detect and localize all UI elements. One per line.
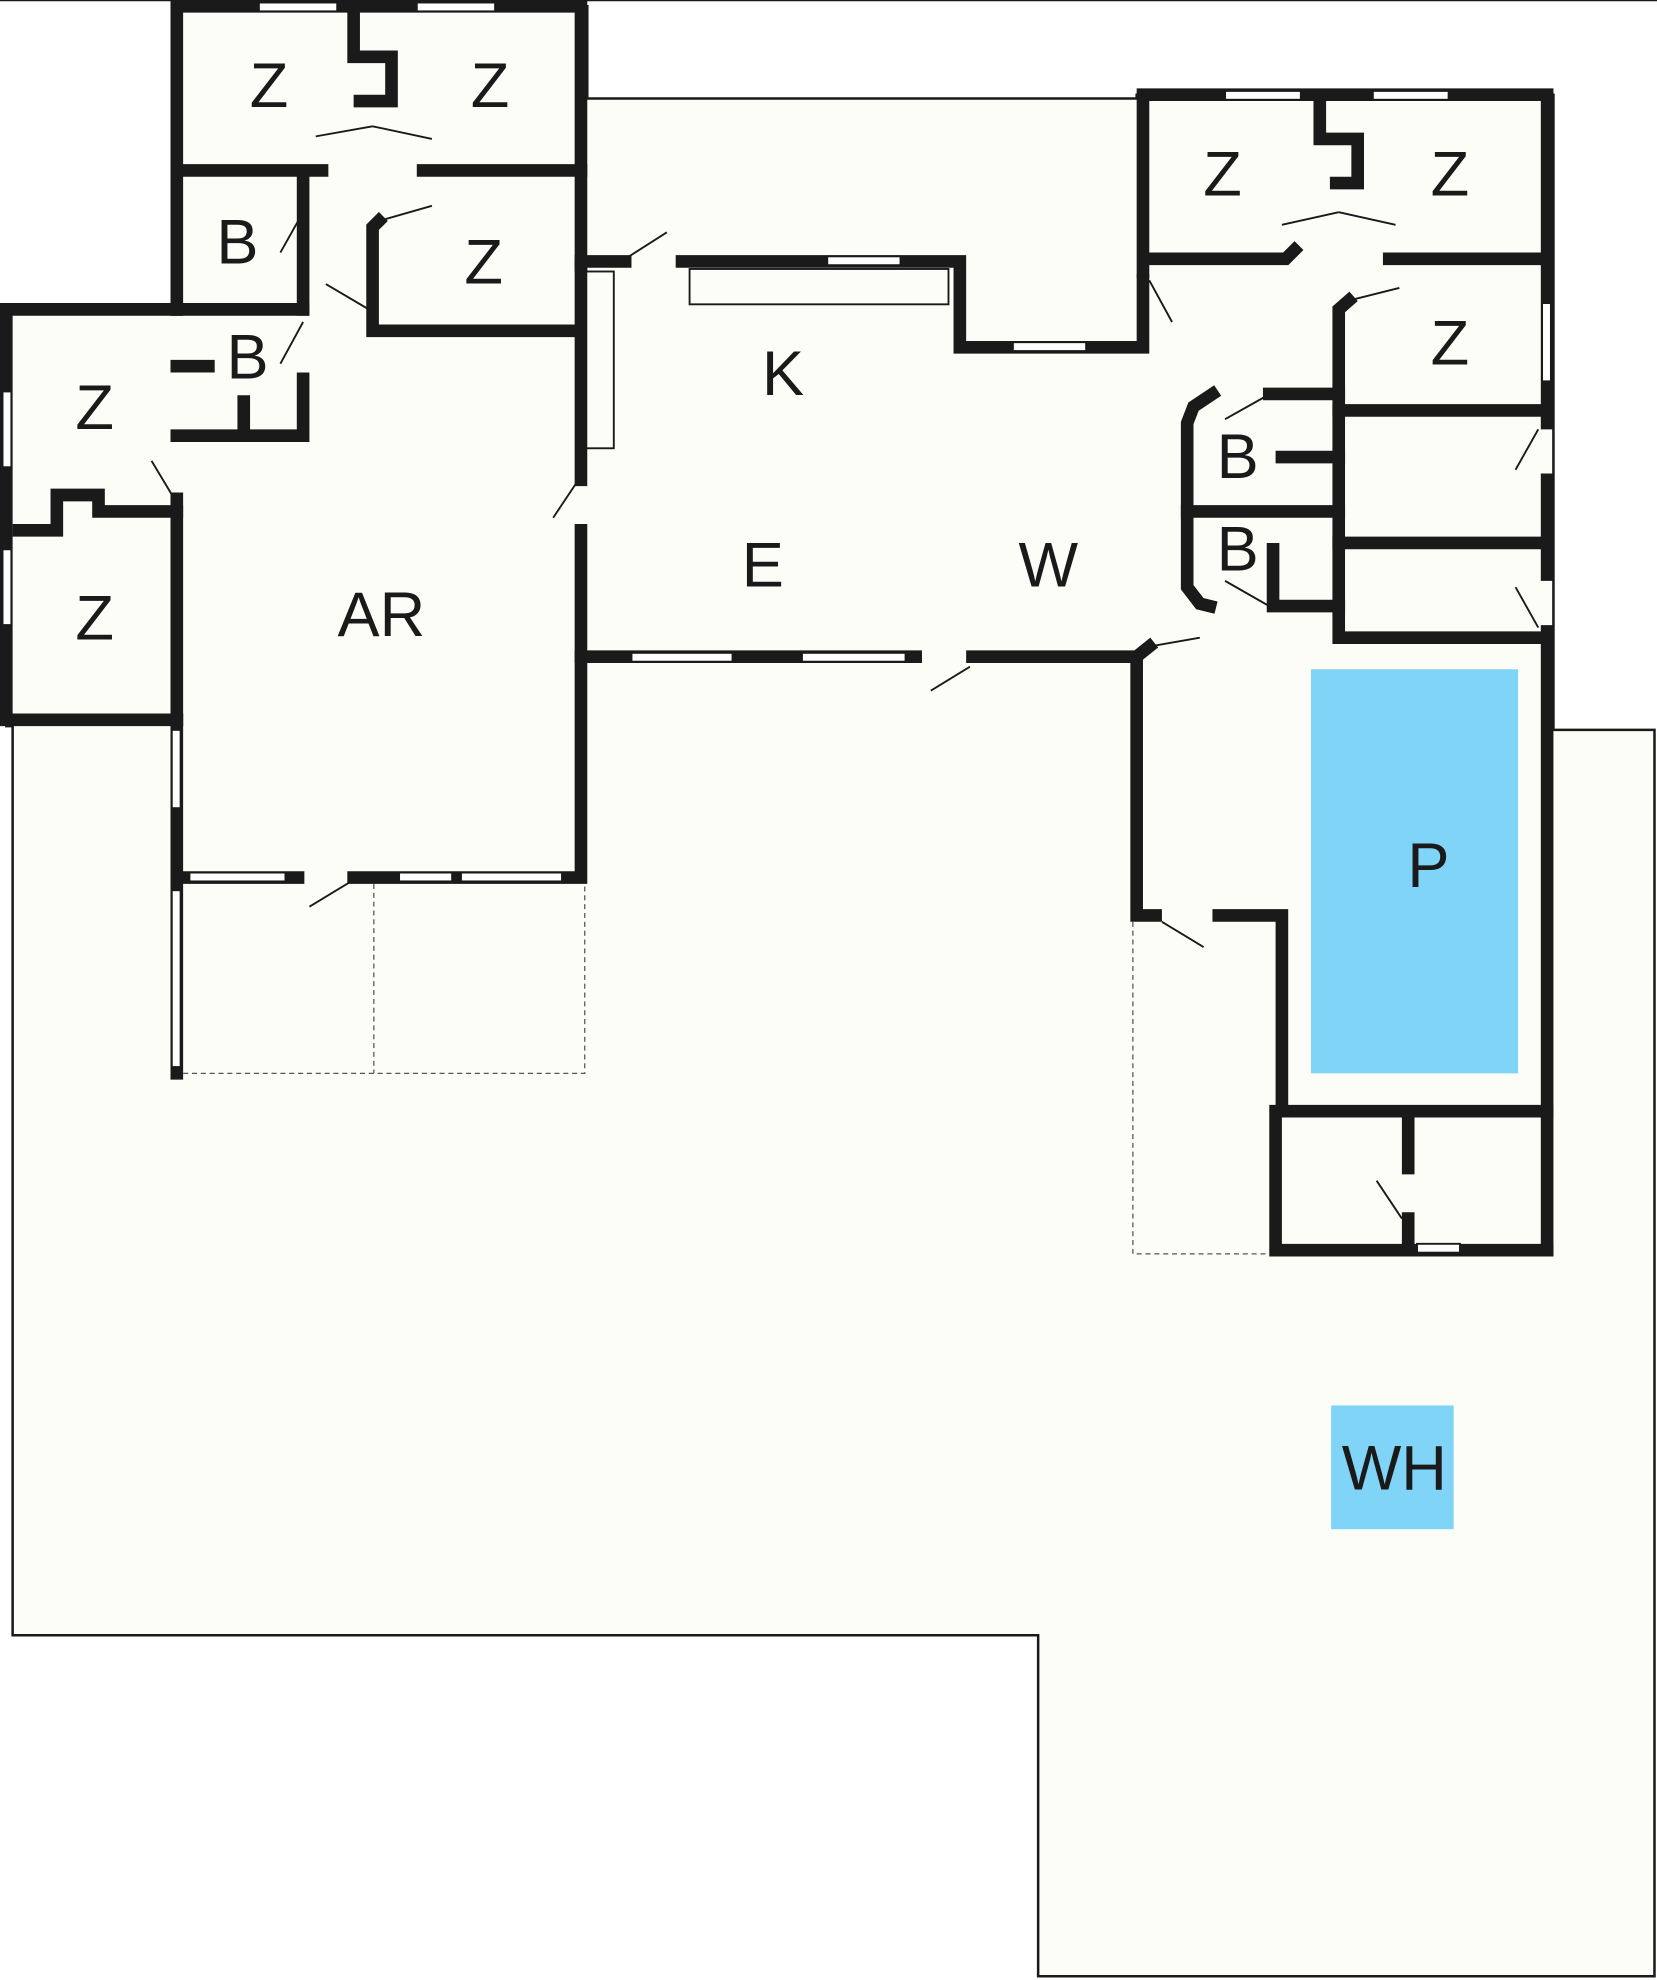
room-label-bedroom: Z [75,373,114,443]
room-label-pool: P [1407,831,1449,901]
windows [1,1,1552,1254]
room-label-living: W [1018,531,1078,601]
room-labels: Z Z Z Z Z Z Z Z B B B B K E W AR P WH [75,51,1469,1504]
room-label-bedroom: Z [250,51,289,121]
room-label-bedroom: Z [75,584,114,654]
room-label-workroom: AR [338,580,426,650]
room-label-bedroom: Z [471,51,510,121]
room-label-bath: B [1217,422,1259,492]
room-label-bath: B [226,322,268,392]
terrace-outlines [183,883,1270,1255]
room-label-bedroom: Z [1203,139,1242,209]
walls [0,0,1554,1257]
room-label-dining: E [742,531,784,601]
room-label-bath: B [216,207,258,277]
room-label-bath: B [1217,514,1259,584]
room-label-bedroom: Z [1431,308,1470,378]
whirlpool [1331,1405,1454,1530]
door-swings [150,125,1540,1220]
pool [1310,669,1519,1074]
room-label-whirlpool: WH [1342,1434,1447,1504]
room-label-bedroom: Z [1431,139,1470,209]
room-label-bedroom: Z [464,228,503,298]
room-label-kitchen: K [762,339,804,409]
